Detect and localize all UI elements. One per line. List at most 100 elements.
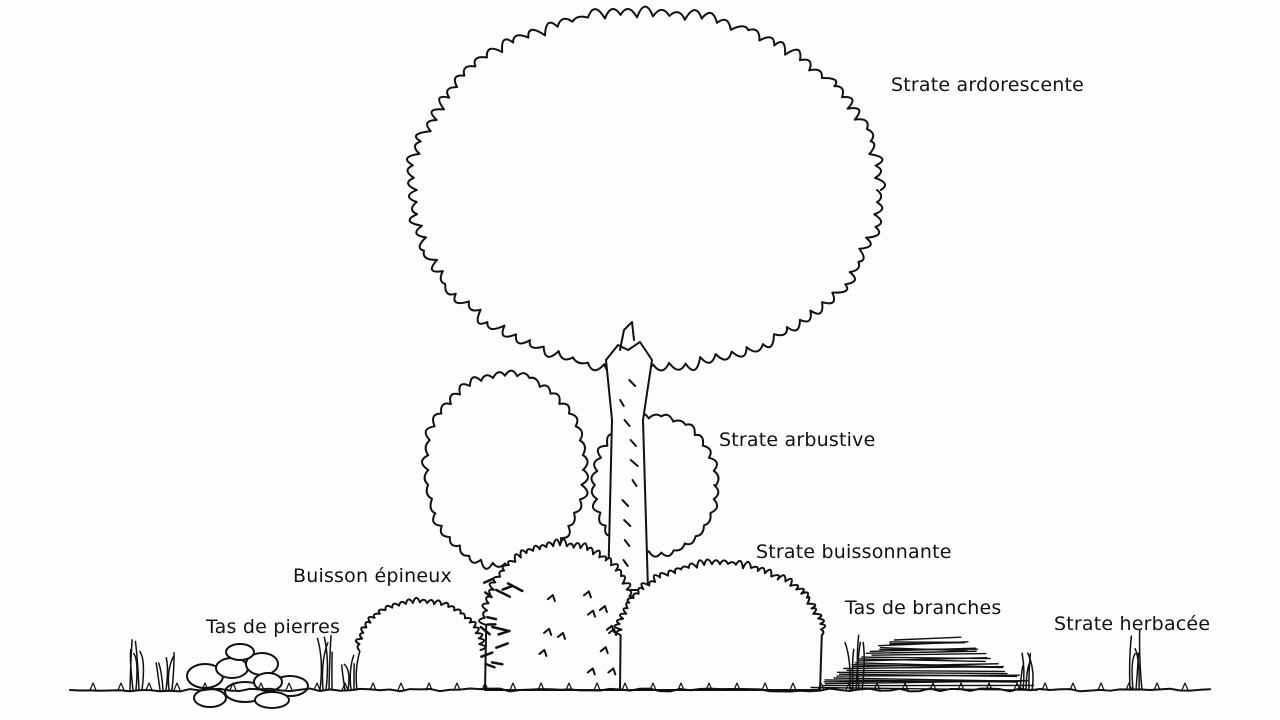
thorn-mark: [607, 667, 617, 676]
grass-tick: [481, 682, 489, 691]
tree-trunk: [605, 341, 653, 591]
label-tas-de-pierres: Tas de pierres: [206, 616, 341, 638]
grass-blade: [134, 640, 140, 691]
grass-blade: [343, 663, 350, 691]
bark-stroke: [629, 459, 639, 467]
bark-stroke: [629, 439, 637, 447]
grass-blade: [328, 634, 332, 691]
branch: [846, 669, 1006, 673]
thorn-hatch: [490, 661, 504, 666]
grass-blade: [1131, 652, 1136, 691]
branch: [878, 641, 969, 647]
grass-tick: [985, 682, 993, 691]
grass-blade: [321, 642, 329, 691]
stone: [193, 688, 227, 708]
grass-tick: [425, 682, 433, 691]
thorn-hatch: [484, 662, 496, 669]
branch: [852, 663, 999, 668]
branch: [836, 671, 1008, 675]
bark-stroke: [628, 379, 637, 387]
bark-stroke: [622, 559, 629, 567]
thorn-hatch: [484, 591, 493, 599]
grass-tick: [257, 682, 265, 691]
grass-tick: [537, 682, 545, 691]
grass-tick: [649, 682, 657, 691]
grass-blade: [861, 641, 865, 691]
grass-tick: [1181, 682, 1189, 691]
grass-tick: [1069, 682, 1077, 691]
thorn-hatch: [501, 584, 514, 591]
grass-tick: [761, 682, 769, 691]
grass-tick: [89, 682, 97, 691]
grass-tick: [201, 682, 209, 691]
grass-tick: [229, 682, 237, 691]
label-strate-herbacee: Strate herbacée: [1054, 613, 1211, 635]
branch: [824, 680, 1029, 685]
grass-tick: [957, 682, 965, 691]
grass-tick: [621, 682, 629, 691]
thorn-mark: [582, 590, 592, 599]
branch: [871, 652, 987, 656]
grass-blade: [316, 637, 323, 691]
thorn-mark: [587, 609, 597, 618]
grass-tick: [593, 682, 601, 691]
thorn-hatch: [491, 625, 509, 632]
grass-tick: [1125, 682, 1133, 691]
grass-blade: [1135, 652, 1140, 691]
grass-tick: [817, 682, 825, 691]
grass-blade: [1019, 664, 1024, 691]
grass-tick: [313, 682, 321, 691]
thorn-mark: [546, 594, 556, 603]
grass-blade: [1021, 652, 1025, 691]
grass-blade: [171, 651, 175, 691]
thorn-hatch: [495, 642, 509, 649]
grass-tick: [173, 682, 181, 691]
branch: [893, 636, 962, 641]
label-strate-arbustive: Strate arbustive: [719, 429, 876, 451]
grass-blade: [1138, 629, 1143, 691]
thorn-mark: [543, 627, 553, 636]
grass-tick: [1013, 682, 1021, 691]
label-strate-buissonnante: Strate buissonnante: [756, 541, 952, 563]
grass-blade: [1134, 647, 1140, 691]
thorn-hatch: [506, 582, 524, 593]
bark-stroke: [623, 539, 631, 547]
bark-stroke: [631, 479, 638, 487]
grass-tick: [789, 682, 797, 691]
grass-blade: [341, 664, 346, 691]
branch: [836, 674, 1021, 677]
grass-tick: [1097, 682, 1105, 691]
buissonnante-bush: [613, 558, 827, 691]
grass-tick: [677, 682, 685, 691]
trunk-top: [619, 321, 635, 351]
branch: [869, 647, 976, 653]
grass-tick: [341, 682, 349, 691]
label-tas-de-branches: Tas de branches: [845, 597, 1002, 619]
stone: [215, 657, 249, 679]
grass-tick: [845, 682, 853, 691]
grass-blade: [155, 662, 161, 691]
grass-tick: [397, 682, 405, 691]
thorn-hatch: [494, 588, 512, 598]
grass-blade: [157, 662, 164, 691]
grass-blade: [349, 654, 355, 691]
grass-blade: [355, 650, 361, 691]
grass-tick: [145, 682, 153, 691]
branch: [865, 650, 977, 654]
grass-tick: [901, 682, 909, 691]
grass-blade: [1027, 652, 1034, 691]
grass-blade: [139, 650, 145, 691]
grass-tick: [733, 682, 741, 691]
grass-blade: [1028, 652, 1032, 691]
grass-blade: [165, 657, 169, 691]
thorny-bush: [478, 538, 641, 691]
stone: [225, 643, 255, 661]
grass-tick: [1041, 682, 1049, 691]
grass-blade: [323, 636, 329, 691]
grass-tick: [509, 682, 517, 691]
grass-tick: [565, 682, 573, 691]
bark-stroke: [619, 399, 625, 407]
grass-tick: [453, 682, 461, 691]
grass-tick: [929, 682, 937, 691]
grass-blade: [1128, 635, 1133, 691]
